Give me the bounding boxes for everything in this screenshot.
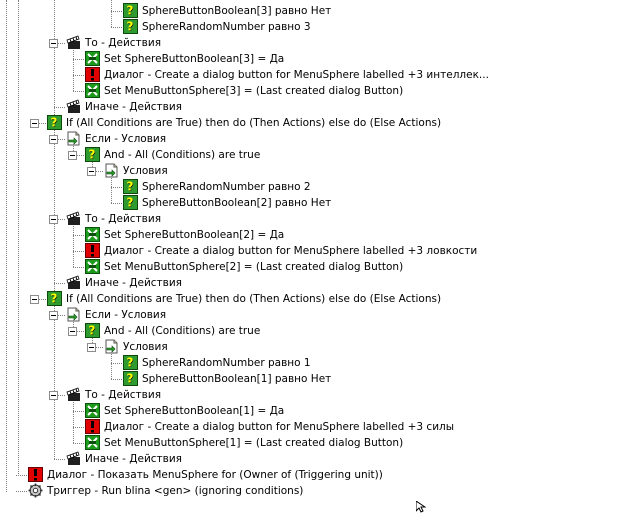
- svg-text:?: ?: [89, 324, 96, 338]
- condition-icon: ??: [123, 371, 138, 386]
- condition-icon: ??: [47, 291, 62, 306]
- tree-row-label[interactable]: SphereRandomNumber равно 3: [142, 21, 311, 33]
- svg-text:?: ?: [51, 292, 58, 306]
- svg-text:?: ?: [51, 116, 58, 130]
- tree-row-label[interactable]: If (All Conditions are True) then do (Th…: [66, 293, 442, 305]
- dialog-action-icon: [85, 243, 100, 258]
- tree-row-label[interactable]: Иначе - Действия: [85, 101, 182, 113]
- collapse-toggle-icon[interactable]: [49, 311, 58, 320]
- condition-icon: ??: [123, 19, 138, 34]
- svg-text:?: ?: [127, 4, 134, 18]
- svg-text:?: ?: [127, 196, 134, 210]
- tree-row-label[interactable]: Set SphereButtonBoolean[3] = Да: [104, 53, 285, 65]
- dialog-action-icon: [85, 67, 100, 82]
- collapse-toggle-icon[interactable]: [30, 119, 39, 128]
- condition-icon: ??: [123, 3, 138, 18]
- set-variable-icon: [85, 51, 100, 66]
- tree-row-label[interactable]: Set MenuButtonSphere[1] = (Last created …: [104, 437, 404, 449]
- conditions-folder-icon: [66, 307, 81, 322]
- tree-row-label[interactable]: SphereButtonBoolean[3] равно Нет: [142, 5, 332, 17]
- tree-row-label[interactable]: Если - Условия: [85, 309, 167, 321]
- tree-row-label[interactable]: Диалог - Показать MenuSphere for (Owner …: [47, 469, 383, 481]
- set-variable-icon: [85, 83, 100, 98]
- collapse-toggle-icon[interactable]: [87, 167, 96, 176]
- svg-text:?: ?: [51, 292, 58, 306]
- svg-text:?: ?: [127, 180, 134, 194]
- actions-clapper-icon: [66, 35, 81, 50]
- actions-clapper-icon: [66, 387, 81, 402]
- svg-text:?: ?: [127, 180, 134, 194]
- set-variable-icon: [85, 227, 100, 242]
- tree-row-label[interactable]: SphereRandomNumber равно 2: [142, 181, 311, 193]
- collapse-toggle-icon[interactable]: [49, 135, 58, 144]
- tree-row-label[interactable]: SphereButtonBoolean[2] равно Нет: [142, 197, 332, 209]
- tree-row-label[interactable]: SphereRandomNumber равно 1: [142, 357, 311, 369]
- tree-row-label[interactable]: And - All (Conditions) are true: [104, 325, 261, 337]
- tree-row-label[interactable]: Условия: [123, 341, 168, 353]
- svg-text:?: ?: [127, 372, 134, 386]
- set-variable-icon: [85, 435, 100, 450]
- tree-row-label[interactable]: Иначе - Действия: [85, 277, 182, 289]
- svg-text:?: ?: [127, 356, 134, 370]
- collapse-toggle-icon[interactable]: [49, 391, 58, 400]
- condition-icon: ??: [123, 355, 138, 370]
- conditions-folder-icon: [104, 163, 119, 178]
- tree-row-label[interactable]: То - Действия: [85, 213, 162, 225]
- tree-row-label[interactable]: Диалог - Create a dialog button for Menu…: [104, 245, 478, 257]
- collapse-toggle-icon[interactable]: [68, 151, 77, 160]
- dialog-action-icon: [28, 467, 43, 482]
- svg-text:?: ?: [127, 4, 134, 18]
- tree-row-label[interactable]: Если - Условия: [85, 133, 167, 145]
- tree-row[interactable]: [0, 19, 633, 35]
- mouse-cursor-icon: [416, 501, 426, 513]
- collapse-toggle-icon[interactable]: [68, 327, 77, 336]
- tree-row-label[interactable]: Диалог - Create a dialog button for Menu…: [104, 421, 455, 433]
- condition-icon: ??: [85, 323, 100, 338]
- tree-row-label[interactable]: Set MenuButtonSphere[2] = (Last created …: [104, 261, 404, 273]
- collapse-toggle-icon[interactable]: [87, 343, 96, 352]
- tree-row-label[interactable]: Триггер - Run blina <gen> (ignoring cond…: [47, 485, 304, 497]
- actions-clapper-icon: [66, 211, 81, 226]
- collapse-toggle-icon[interactable]: [30, 295, 39, 304]
- tree-row-label[interactable]: То - Действия: [85, 389, 162, 401]
- svg-text:?: ?: [89, 324, 96, 338]
- svg-text:?: ?: [127, 20, 134, 34]
- collapse-toggle-icon[interactable]: [49, 39, 58, 48]
- conditions-folder-icon: [104, 339, 119, 354]
- svg-text:?: ?: [89, 148, 96, 162]
- tree-row-label[interactable]: SphereButtonBoolean[1] равно Нет: [142, 373, 332, 385]
- conditions-folder-icon: [66, 131, 81, 146]
- tree-row-label[interactable]: Диалог - Create a dialog button for Menu…: [104, 69, 489, 81]
- condition-icon: ??: [47, 115, 62, 130]
- tree-row-label[interactable]: And - All (Conditions) are true: [104, 149, 261, 161]
- set-variable-icon: [85, 403, 100, 418]
- collapse-toggle-icon[interactable]: [49, 215, 58, 224]
- condition-icon: ??: [85, 147, 100, 162]
- svg-text:?: ?: [51, 116, 58, 130]
- tree-row-label[interactable]: То - Действия: [85, 37, 162, 49]
- set-variable-icon: [85, 259, 100, 274]
- tree-row-label[interactable]: Set SphereButtonBoolean[1] = Да: [104, 405, 285, 417]
- svg-text:?: ?: [127, 356, 134, 370]
- condition-icon: ??: [123, 179, 138, 194]
- trigger-run-icon: [28, 483, 43, 498]
- actions-clapper-icon: [66, 99, 81, 114]
- tree-row-label[interactable]: Условия: [123, 165, 168, 177]
- condition-icon: ??: [123, 195, 138, 210]
- tree-row-label[interactable]: Set SphereButtonBoolean[2] = Да: [104, 229, 285, 241]
- svg-text:?: ?: [89, 148, 96, 162]
- svg-text:?: ?: [127, 196, 134, 210]
- tree-row[interactable]: [0, 179, 633, 195]
- actions-clapper-icon: [66, 275, 81, 290]
- dialog-action-icon: [85, 419, 100, 434]
- tree-row-label[interactable]: If (All Conditions are True) then do (Th…: [66, 117, 442, 129]
- tree-row-label[interactable]: Set MenuButtonSphere[3] = (Last created …: [104, 85, 404, 97]
- svg-text:?: ?: [127, 20, 134, 34]
- tree-row-label[interactable]: Иначе - Действия: [85, 453, 182, 465]
- svg-text:?: ?: [127, 372, 134, 386]
- actions-clapper-icon: [66, 451, 81, 466]
- tree-row[interactable]: [0, 355, 633, 371]
